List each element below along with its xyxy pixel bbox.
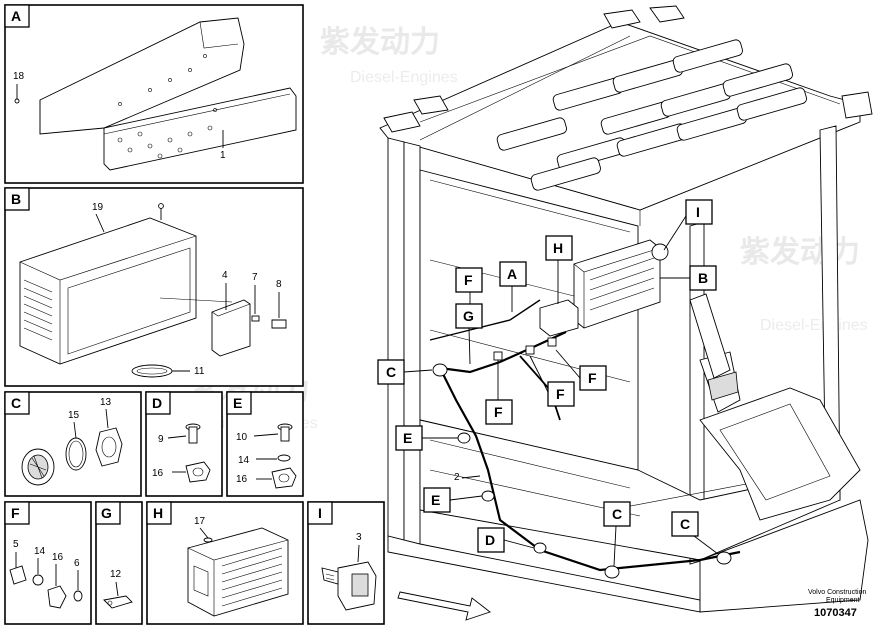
panel-d: D 9 16 [145, 391, 223, 497]
part-number-3: 3 [356, 532, 362, 543]
callout-f-4: F [494, 404, 503, 420]
panel-i-label: I [318, 505, 322, 521]
part-number-4: 4 [222, 270, 228, 281]
callout-e-1: E [403, 430, 412, 446]
footer: Volvo Construction Equipment 1070347 [808, 589, 866, 619]
callout-part-2: 2 [454, 472, 460, 483]
part-number-12: 12 [110, 569, 122, 580]
part-number-13: 13 [100, 397, 112, 408]
callout-d: D [485, 532, 495, 548]
roof-slots [496, 39, 807, 191]
footer-brand-line1: Volvo Construction [808, 589, 866, 596]
part-number-9: 9 [158, 434, 164, 445]
callout-f-1: F [464, 272, 473, 288]
doc-number: 1070347 [814, 607, 857, 619]
panel-g: G 12 [95, 501, 143, 625]
part-number-14-f: 14 [34, 546, 46, 557]
part-number-18: 18 [13, 71, 25, 82]
callout-c-1: C [386, 364, 396, 380]
part-number-8: 8 [276, 279, 282, 290]
panel-a-label: A [11, 8, 21, 24]
callout-b: B [698, 270, 708, 286]
part-number-1: 1 [220, 150, 226, 161]
part-number-5: 5 [13, 539, 19, 550]
panel-c-label: C [11, 395, 21, 411]
part-number-11: 11 [194, 366, 205, 377]
part-number-16-d: 16 [152, 468, 164, 479]
cab-frame-illustration [379, 5, 873, 621]
panel-i: I 3 [307, 501, 385, 625]
callout-i: I [696, 204, 700, 220]
part-number-7: 7 [252, 272, 258, 283]
part-number-17: 17 [194, 516, 206, 527]
callout-e-2: E [431, 492, 440, 508]
part-number-6: 6 [74, 558, 80, 569]
watermark-chinese-3: 紫发动力 [740, 236, 860, 269]
part-number-16-e: 16 [236, 474, 248, 485]
panel-h: H 17 [146, 501, 304, 625]
callout-c-3: C [680, 516, 690, 532]
callout-c-2: C [612, 506, 622, 522]
footer-brand-line2: Equipment [826, 597, 860, 604]
panel-d-label: D [152, 395, 162, 411]
panel-b-label: B [11, 191, 21, 207]
panel-a: A 18 1 [4, 4, 304, 184]
panel-b: B 19 4 7 8 11 [4, 187, 304, 387]
panel-e-label: E [233, 395, 242, 411]
panel-f-label: F [11, 505, 20, 521]
callout-h: H [553, 240, 563, 256]
watermark-chinese-1: 紫发动力 [320, 26, 440, 59]
callout-f-2: F [588, 370, 597, 386]
callout-g: G [463, 308, 474, 324]
watermark-english-3: Diesel-Engines [760, 317, 868, 334]
main-callouts: I H F A B G C F F F [377, 199, 719, 567]
part-number-19: 19 [92, 202, 104, 213]
panel-g-label: G [101, 505, 112, 521]
watermark-english-1: Diesel-Engines [350, 69, 458, 86]
callout-a: A [507, 266, 517, 282]
part-number-10: 10 [236, 432, 248, 443]
panel-e: E 10 14 16 [226, 391, 304, 497]
panel-f: F 5 14 16 6 [4, 501, 92, 625]
callout-f-3: F [556, 386, 565, 402]
part-number-14-e: 14 [238, 455, 250, 466]
part-number-16-f: 16 [52, 552, 64, 563]
panel-c: C 15 13 [4, 391, 142, 497]
panel-h-label: H [153, 505, 163, 521]
part-number-15: 15 [68, 410, 80, 421]
